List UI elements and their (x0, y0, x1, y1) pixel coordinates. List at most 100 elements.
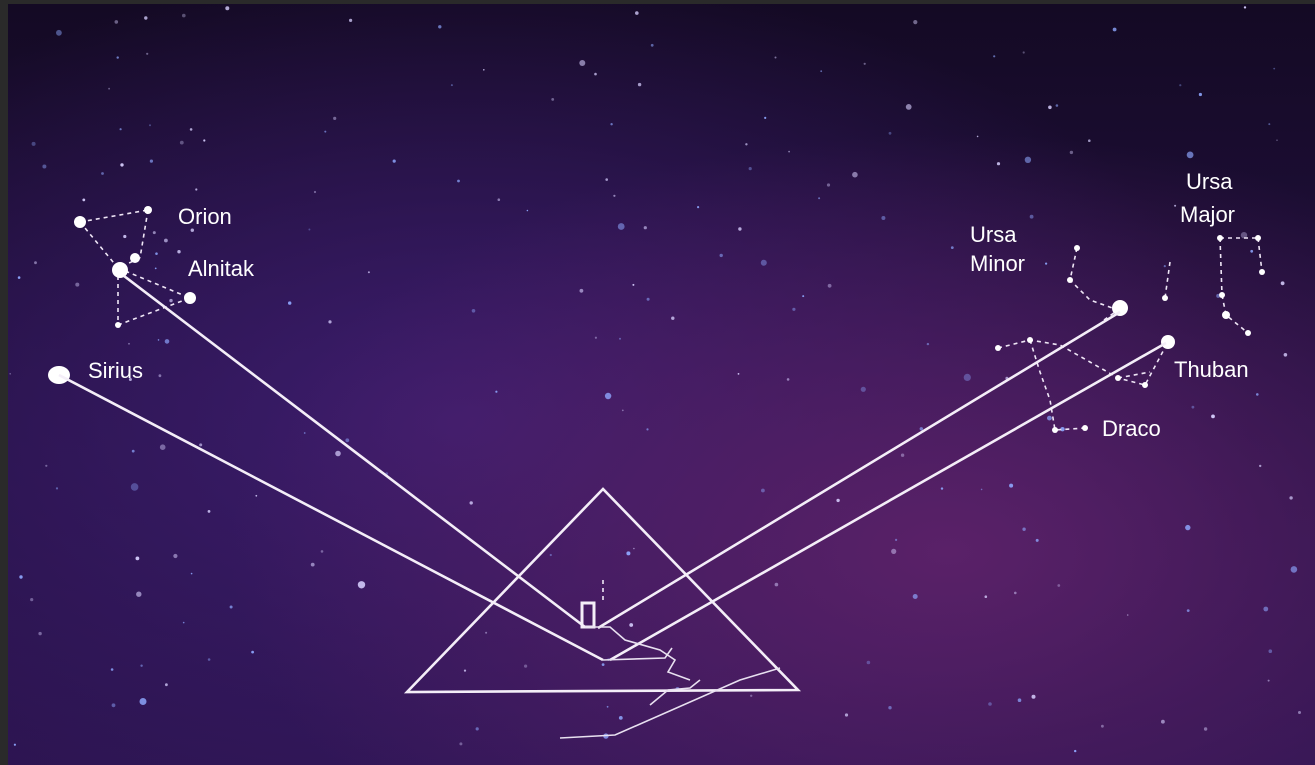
background-star (159, 374, 162, 377)
background-star (671, 317, 674, 320)
background-star (75, 283, 79, 287)
ursa-major-star (1217, 235, 1223, 241)
background-star (1298, 711, 1301, 714)
background-star (115, 20, 119, 24)
background-star (324, 131, 326, 133)
background-star (393, 160, 396, 163)
ursa-major-star (1255, 235, 1261, 241)
background-star (498, 198, 501, 201)
background-star (633, 548, 635, 550)
background-star (345, 438, 349, 442)
background-star (828, 284, 832, 288)
orion-star (74, 216, 86, 228)
background-star (18, 276, 21, 279)
background-star (836, 499, 839, 502)
background-star (19, 575, 22, 578)
background-star (1074, 750, 1076, 752)
background-star (1070, 151, 1073, 154)
background-star (32, 142, 36, 146)
background-star (901, 454, 904, 457)
background-star (594, 73, 597, 76)
background-star (169, 299, 172, 302)
background-star (30, 598, 33, 601)
ursa-major-label-line1: Ursa (1186, 169, 1233, 194)
background-star (988, 702, 992, 706)
background-star (14, 744, 16, 746)
background-star (112, 703, 116, 707)
background-star (173, 554, 177, 558)
background-star (132, 450, 135, 453)
background-star (605, 393, 611, 399)
background-star (964, 374, 971, 381)
background-star (1291, 566, 1298, 573)
background-star (182, 14, 186, 18)
thuban-label: Thuban (1174, 357, 1249, 382)
background-star (626, 551, 630, 555)
background-star (34, 261, 37, 264)
background-star (861, 387, 866, 392)
background-star (136, 557, 140, 561)
pyramid-star-alignment-diagram: Orion Alnitak Sirius Ursa Minor Ursa Maj… (8, 4, 1315, 765)
background-star (864, 63, 866, 65)
background-star (1281, 281, 1285, 285)
background-star (638, 83, 641, 86)
background-star (775, 57, 777, 59)
background-star (1036, 539, 1039, 542)
background-star (38, 632, 41, 635)
background-star (920, 427, 923, 430)
background-star (183, 622, 185, 624)
background-star (255, 495, 257, 497)
background-star (1263, 607, 1268, 612)
background-star (889, 132, 892, 135)
background-star (131, 483, 139, 491)
background-star (165, 683, 168, 686)
background-star (485, 632, 487, 634)
background-star (1056, 104, 1059, 107)
background-star (1088, 139, 1091, 142)
background-star (891, 549, 896, 554)
background-star (788, 151, 790, 153)
background-star (199, 443, 202, 446)
background-star (738, 227, 741, 230)
background-star (895, 539, 897, 541)
background-star (1174, 205, 1176, 207)
background-star (913, 20, 917, 24)
background-star (9, 373, 11, 375)
background-star (524, 665, 527, 668)
background-star (464, 670, 466, 672)
ursa-major-star (1245, 330, 1251, 336)
background-star (155, 252, 158, 255)
background-star (457, 180, 460, 183)
background-star (314, 191, 316, 193)
draco-label: Draco (1102, 416, 1161, 441)
background-star (333, 117, 336, 120)
background-star (551, 98, 554, 101)
background-star (1009, 484, 1013, 488)
background-star (160, 444, 166, 450)
background-star (1276, 139, 1278, 141)
background-star (288, 301, 291, 304)
background-star (845, 713, 848, 716)
orion-star (184, 292, 196, 304)
background-star (111, 668, 114, 671)
background-star (1023, 51, 1025, 53)
draco-star (995, 345, 1001, 351)
background-star (720, 254, 723, 257)
background-star (613, 195, 615, 197)
background-star (1273, 68, 1275, 70)
background-star (476, 727, 479, 730)
background-star (128, 343, 130, 345)
background-star (146, 53, 148, 55)
background-star (495, 391, 497, 393)
background-star (164, 239, 168, 243)
background-star (1014, 592, 1017, 595)
background-star (136, 592, 141, 597)
background-star (225, 6, 229, 10)
background-star (619, 716, 623, 720)
background-star (605, 178, 608, 181)
background-star (82, 199, 85, 202)
background-star (951, 246, 954, 249)
background-star (1030, 215, 1034, 219)
background-star (610, 123, 612, 125)
background-star (1187, 152, 1194, 159)
